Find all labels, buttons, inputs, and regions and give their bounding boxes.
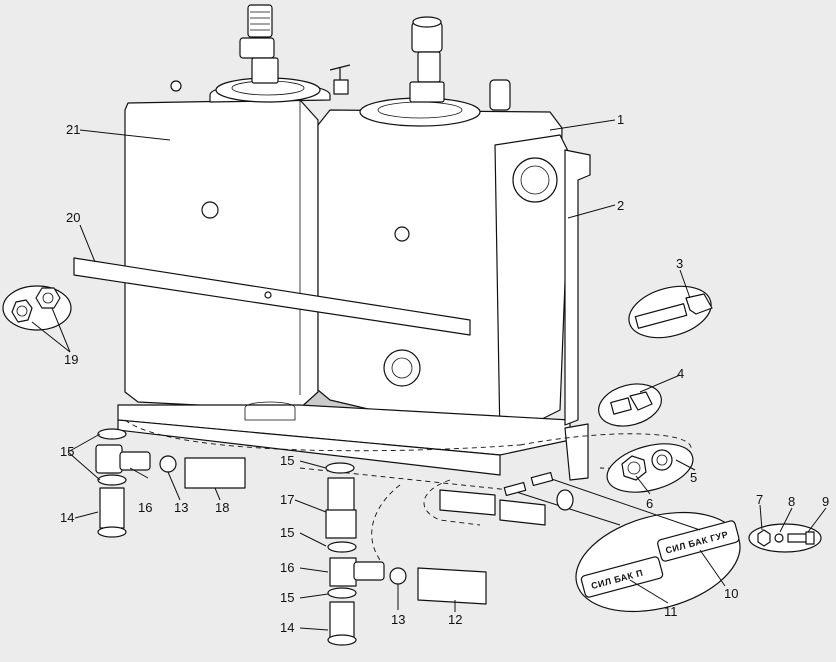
callout-14b: 14 (280, 620, 294, 635)
callout-15a: 15 (60, 444, 74, 459)
frame-hoses (439, 489, 574, 526)
left-fitting-stack (95, 428, 246, 538)
callout-10: 10 (724, 586, 738, 601)
callout-13a: 13 (174, 500, 188, 515)
base-frame (117, 401, 589, 481)
plates-group: СИЛ БАК П СИЛ БАК ГУР (503, 471, 741, 613)
breather-cap (329, 64, 511, 111)
bracket-2 (564, 149, 591, 426)
left-tank (124, 77, 331, 411)
callout-9: 9 (822, 494, 829, 509)
callout-13b: 13 (391, 612, 405, 627)
callout-labels: 21 20 1 2 3 4 5 6 7 8 9 10 11 12 13 13 1… (60, 112, 829, 635)
callout-2: 2 (617, 198, 624, 213)
callout-3: 3 (676, 256, 683, 271)
center-fitting-stack (325, 462, 487, 646)
assembly-lines (124, 419, 692, 561)
strap-20 (73, 257, 471, 336)
small-plates-on-frame (503, 471, 554, 497)
left-filler-neck (239, 4, 279, 84)
callout-21: 21 (66, 122, 80, 137)
callout-16a: 16 (138, 500, 152, 515)
callout-15c: 15 (280, 525, 294, 540)
nut-washer-group (606, 443, 694, 493)
callout-17: 17 (280, 492, 294, 507)
leader-lines (31, 119, 827, 631)
callout-8: 8 (788, 494, 795, 509)
callout-11: 11 (664, 604, 678, 619)
nuts-19-group (2, 285, 72, 331)
callout-7: 7 (756, 492, 763, 507)
hardware-7-8-9 (748, 523, 822, 553)
callout-6: 6 (646, 496, 653, 511)
callout-5: 5 (690, 470, 697, 485)
callout-4: 4 (677, 366, 684, 381)
callout-20: 20 (66, 210, 80, 225)
callout-14a: 14 (60, 510, 74, 525)
callout-15d: 15 (280, 590, 294, 605)
callout-16b: 16 (280, 560, 294, 575)
bolt-3-group (628, 285, 713, 339)
right-filler-neck (409, 16, 445, 103)
callout-15b: 15 (280, 453, 294, 468)
callout-12: 12 (448, 612, 462, 627)
callout-1: 1 (617, 112, 624, 127)
fitting-4-group (598, 383, 662, 427)
right-tank (317, 97, 571, 441)
callout-19: 19 (64, 352, 78, 367)
callout-18: 18 (215, 500, 229, 515)
